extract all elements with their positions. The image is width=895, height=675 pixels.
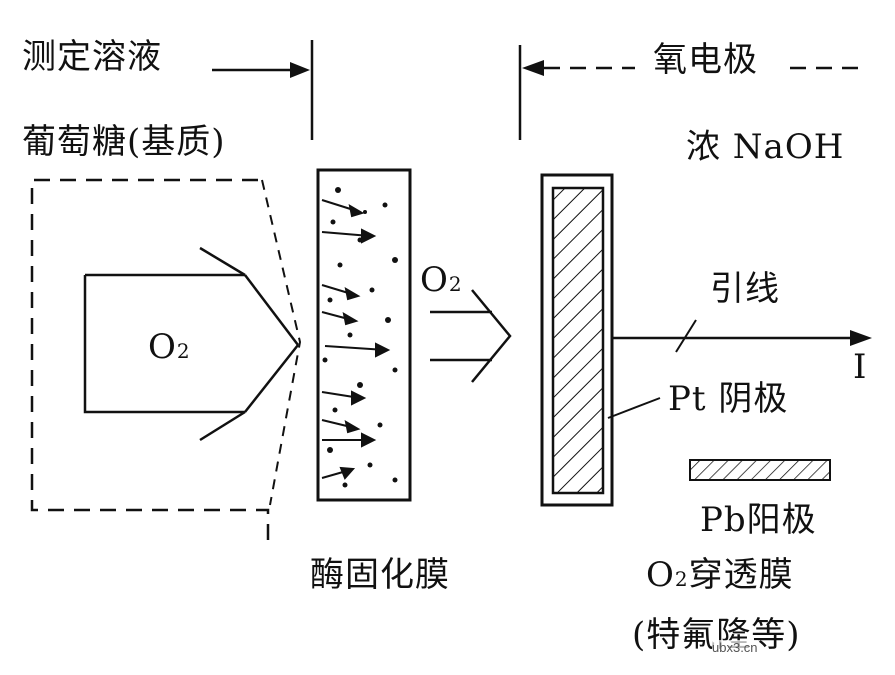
label-glucose-substrate: 葡萄糖(基质) (22, 122, 226, 162)
label-lead-wire: 引线 (710, 269, 780, 309)
oxygen-electrode-bracket (518, 45, 860, 140)
o2-pentagon-arrow (83, 246, 299, 442)
pt-cathode-leader (607, 397, 661, 419)
label-conc-naoh: 浓 NaOH (686, 127, 845, 167)
watermark: ubx3.cn (712, 640, 758, 655)
o2-flow-arrow (430, 289, 512, 383)
label-oxygen-electrode: 氧电极 (653, 40, 758, 80)
enzyme-membrane (316, 168, 412, 502)
label-pb-anode: Pb阳极 (700, 500, 817, 540)
enzyme-arrows (321, 199, 391, 480)
label-measure-solution: 测定溶液 (22, 37, 162, 77)
measure-solution-bracket (212, 40, 314, 140)
pb-anode-symbol (689, 459, 831, 481)
oxygen-electrode (540, 173, 614, 507)
lead-wire (612, 319, 872, 353)
label-pt-cathode: Pt 阴极 (668, 379, 789, 419)
label-o2-flow: O2 (420, 260, 463, 300)
label-enzyme-membrane: 酶固化膜 (310, 555, 450, 595)
label-o2-main: O2 (148, 327, 191, 367)
label-current-i: I (853, 347, 868, 387)
solution-boundary-dashed (30, 178, 302, 545)
label-o2-permeable-membrane: O2穿透膜 (646, 555, 794, 595)
